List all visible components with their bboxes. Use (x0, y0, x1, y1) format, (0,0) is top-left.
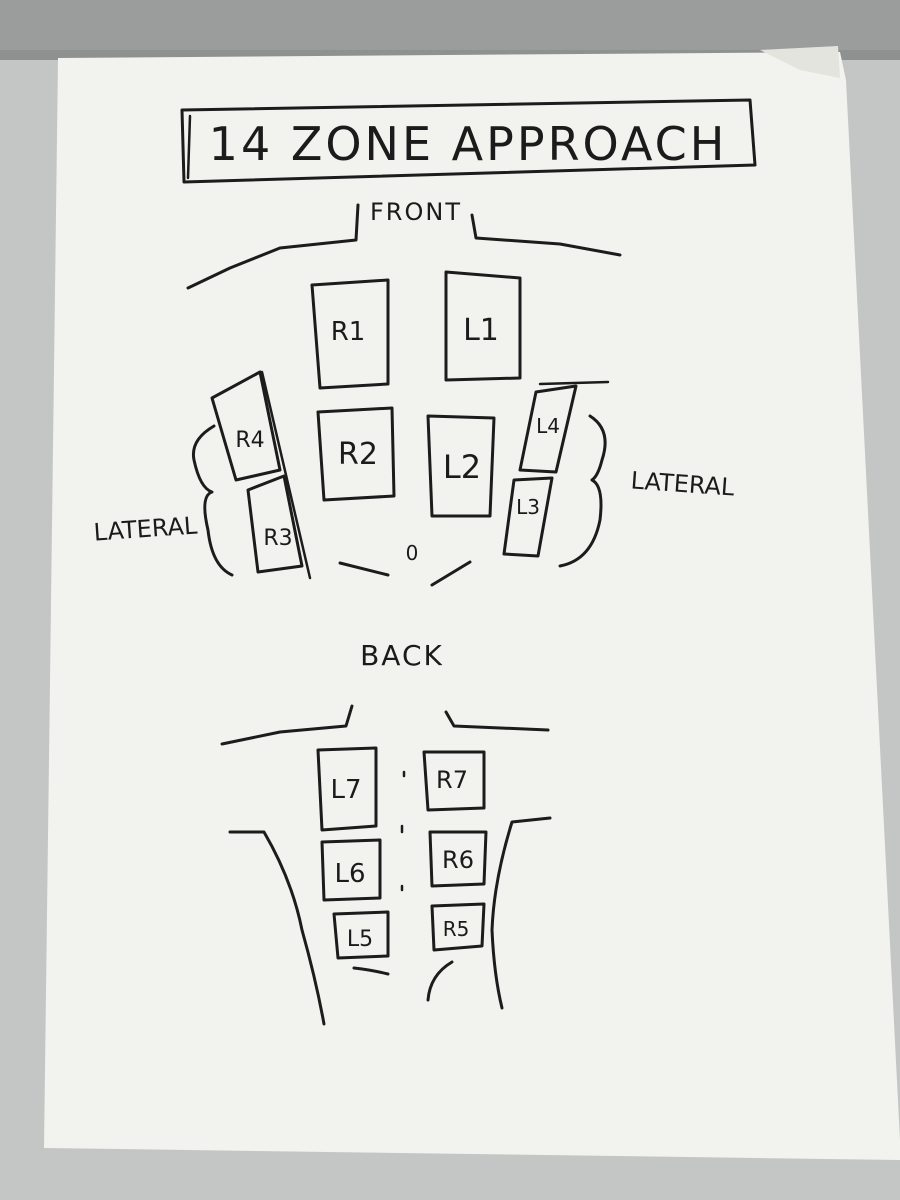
front-waist-right (430, 560, 472, 587)
back-label: BACK (360, 639, 444, 672)
zone-r5: R5 (430, 902, 486, 952)
zone-r4-frame (210, 370, 282, 482)
zone-r7: R7 (422, 750, 486, 812)
zone-label-l4: L4 (536, 414, 560, 438)
zone-l7: L7 (316, 746, 378, 832)
back-waist-right (426, 960, 454, 1002)
zone-r3-frame (246, 474, 304, 574)
zone-label-r1: R1 (331, 317, 366, 347)
back-left-shoulder (220, 704, 354, 746)
navel-mark: 0 (406, 541, 419, 565)
zone-label-l2: L2 (443, 448, 481, 486)
zone-l3-frame (502, 476, 554, 558)
back-waist-left (352, 966, 390, 976)
back-left-side (228, 830, 326, 1026)
zone-label-l1: L1 (463, 313, 499, 348)
zone-label-r2: R2 (338, 437, 378, 472)
front-label: FRONT (370, 198, 462, 226)
zone-label-l3: L3 (516, 495, 540, 519)
front-torso-outline: 0 (186, 203, 622, 587)
zone-r1: R1 (310, 278, 390, 390)
brace-left (191, 424, 234, 577)
front-waist-left (338, 561, 390, 577)
page-title: 14 ZONE APPROACH (209, 117, 728, 171)
back-torso-outline (220, 704, 552, 1026)
spine-marks (400, 770, 406, 892)
paper-sheet (44, 52, 900, 1160)
zone-r6: R6 (428, 830, 488, 888)
zone-label-l7: L7 (330, 775, 361, 805)
back-right-side (490, 816, 552, 1010)
lateral-right-top (538, 380, 610, 386)
zone-l5: L5 (332, 910, 390, 960)
title-frame-inner (186, 114, 192, 180)
flipchart-bar (0, 0, 900, 58)
zone-l6: L6 (320, 838, 382, 902)
front-right-shoulder (470, 213, 622, 257)
lateral-left-edge (260, 370, 312, 580)
title-frame (180, 98, 757, 184)
zone-label-r5: R5 (443, 917, 470, 941)
zone-label-l6: L6 (334, 859, 365, 889)
paper-curl (760, 46, 840, 78)
brace-right (558, 414, 607, 568)
zone-label-r4: R4 (235, 428, 264, 453)
zone-label-r7: R7 (436, 766, 468, 794)
zone-label-r6: R6 (442, 846, 474, 874)
zone-l1: L1 (444, 270, 522, 382)
zone-label-l5: L5 (347, 927, 373, 952)
zone-r2: R2 (316, 406, 396, 502)
zone-l4-frame (518, 384, 578, 474)
zone-label-r3: R3 (263, 526, 292, 551)
zone-l2: L2 (426, 414, 496, 518)
back-right-shoulder (444, 710, 550, 732)
front-left-shoulder (186, 203, 360, 290)
title-box: 14 ZONE APPROACH (180, 98, 757, 184)
